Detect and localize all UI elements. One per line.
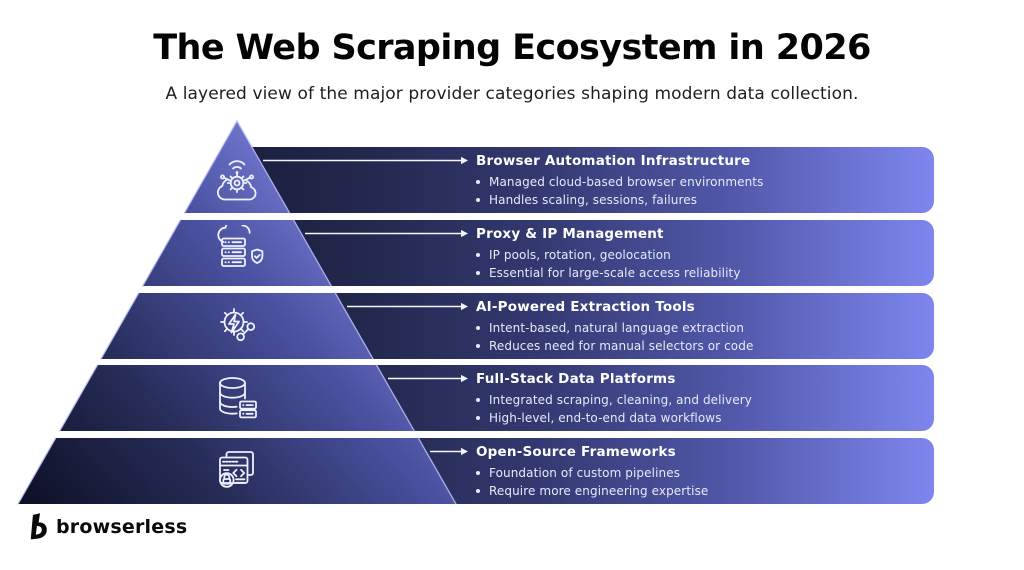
bullet-item: Foundation of custom pipelines xyxy=(476,466,936,480)
database-server-icon xyxy=(209,370,265,426)
bullet-label: High-level, end-to-end data workflows xyxy=(489,411,722,425)
layer-title: Browser Automation Infrastructure xyxy=(476,153,751,169)
code-window-lock-icon xyxy=(209,443,265,499)
bullet-label: Reduces need for manual selectors or cod… xyxy=(489,339,754,353)
layer-3-text: AI-Powered Extraction Tools Intent-based… xyxy=(476,293,936,353)
bullet-label: Essential for large-scale access reliabi… xyxy=(489,266,741,280)
bullet-item: Require more engineering expertise xyxy=(476,484,936,498)
layer-5-text: Open-Source Frameworks Foundation of cus… xyxy=(476,438,936,498)
layer-4-text: Full-Stack Data Platforms Integrated scr… xyxy=(476,365,936,425)
bullet-label: IP pools, rotation, geolocation xyxy=(489,248,671,262)
bullet-dot xyxy=(476,471,480,475)
layer-bar-4 xyxy=(230,365,934,431)
connector-arrow-3 xyxy=(347,302,468,311)
bullet-label: Integrated scraping, cleaning, and deliv… xyxy=(489,393,752,407)
bullet-dot xyxy=(476,253,480,257)
gear-lightning-wrench-icon xyxy=(209,297,265,353)
bullet-dot xyxy=(476,344,480,348)
page-subtitle: A layered view of the major provider cat… xyxy=(165,84,859,104)
bullet-item: Integrated scraping, cleaning, and deliv… xyxy=(476,393,936,407)
pyramid-segment-5 xyxy=(18,438,456,504)
bullet-item: IP pools, rotation, geolocation xyxy=(476,248,936,262)
bullet-label: Require more engineering expertise xyxy=(489,484,709,498)
browserless-logo-icon xyxy=(30,513,47,540)
bullet-dot xyxy=(476,180,480,184)
bullet-dot xyxy=(476,398,480,402)
bullet-label: Intent-based, natural language extractio… xyxy=(489,321,745,335)
layer-bar-3 xyxy=(230,293,934,359)
layer-bar-2 xyxy=(230,220,934,286)
page-title: The Web Scraping Ecosystem in 2026 xyxy=(153,28,871,68)
bullet-item: Essential for large-scale access reliabi… xyxy=(476,266,936,280)
bullet-item: Handles scaling, sessions, failures xyxy=(476,193,936,207)
pyramid-edge-highlights xyxy=(17,120,457,505)
cloud-automation-icon xyxy=(209,152,265,208)
bullet-item: Managed cloud-based browser environments xyxy=(476,175,936,189)
bullet-dot xyxy=(476,416,480,420)
layer-title: Proxy & IP Management xyxy=(476,226,664,242)
bullet-label: Foundation of custom pipelines xyxy=(489,466,681,480)
bullet-dot xyxy=(476,271,480,275)
brand-name: browserless xyxy=(56,515,188,538)
bullet-dot xyxy=(476,489,480,493)
bullet-item: High-level, end-to-end data workflows xyxy=(476,411,936,425)
connector-arrow-4 xyxy=(388,374,468,383)
connector-arrows xyxy=(263,156,468,456)
bullet-dot xyxy=(476,326,480,330)
layer-2-text: Proxy & IP Management IP pools, rotation… xyxy=(476,220,936,280)
layer-bar-1 xyxy=(230,147,934,213)
bullet-label: Managed cloud-based browser environments xyxy=(489,175,764,189)
layer-title: Open-Source Frameworks xyxy=(476,444,676,460)
layer-title: Full-Stack Data Platforms xyxy=(476,371,676,387)
bullet-item: Intent-based, natural language extractio… xyxy=(476,321,936,335)
brand-footer: browserless xyxy=(26,511,187,542)
layer-1-text: Browser Automation Infrastructure Manage… xyxy=(476,147,936,207)
connector-arrow-5 xyxy=(430,447,468,456)
bullet-dot xyxy=(476,198,480,202)
bullet-item: Reduces need for manual selectors or cod… xyxy=(476,339,936,353)
bullet-label: Handles scaling, sessions, failures xyxy=(489,193,698,207)
connector-arrow-2 xyxy=(305,229,468,238)
layer-title: AI-Powered Extraction Tools xyxy=(476,299,695,315)
proxy-server-shield-icon xyxy=(209,219,265,281)
connector-arrow-1 xyxy=(263,156,468,165)
